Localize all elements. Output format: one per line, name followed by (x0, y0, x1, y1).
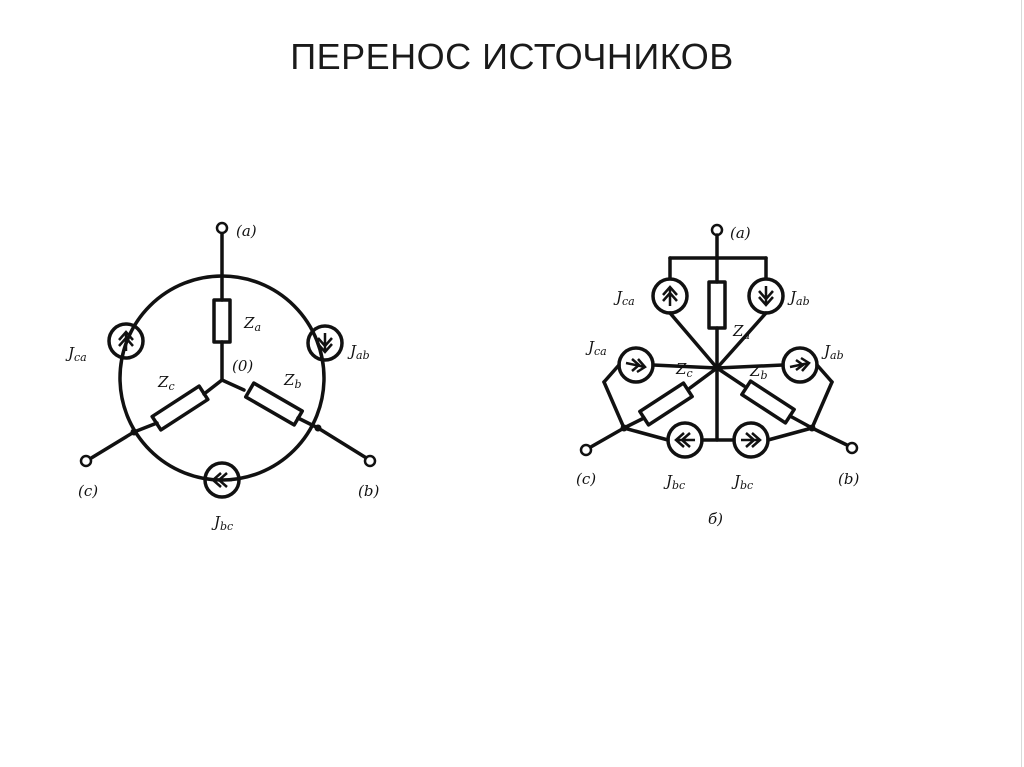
right-label-jbc-right: Jbc (731, 472, 753, 492)
left-resistor-za-icon (212, 298, 232, 344)
left-source-jab-icon (306, 324, 344, 362)
right-label-c: (c) (576, 470, 596, 488)
right-label-jab-mid: Jab (821, 342, 844, 362)
right-wire-zb-b (788, 414, 814, 430)
left-terminal-a-icon (215, 221, 229, 235)
right-wire-zc-a (688, 366, 719, 390)
left-wire-zb-b (296, 416, 320, 430)
left-label-c: (c) (78, 482, 98, 500)
right-terminal-b-icon (845, 441, 859, 455)
right-label-a: (a) (730, 224, 751, 242)
right-source-jab-mid-icon (781, 346, 819, 384)
left-terminal-b-icon (363, 454, 377, 468)
right-label-jca-top: Jca (613, 288, 635, 308)
right-wire-zb-a (715, 366, 746, 388)
left-circuit: (a) Za (0) Zc Zb (c) (65, 221, 379, 533)
left-terminal-c-icon (79, 454, 93, 468)
right-resistor-za-icon (707, 280, 727, 330)
left-label-jbc: Jbc (211, 513, 233, 533)
right-wire-outer-right-b (810, 380, 834, 430)
right-label-zb: Zb (749, 362, 767, 382)
left-wire-zc-a (202, 378, 224, 396)
right-wire-outer-left-a (602, 363, 621, 384)
left-label-center: (0) (232, 357, 253, 375)
left-label-b: (b) (358, 482, 379, 500)
right-caption: б) (708, 510, 723, 528)
left-label-jab: Jab (347, 342, 370, 362)
slide-edge-divider (1021, 0, 1022, 767)
right-label-zc: Zc (675, 360, 693, 380)
left-source-jca-icon (107, 322, 145, 360)
right-wire-center-jab-mid (715, 363, 785, 370)
right-wire-left-jbc (622, 426, 670, 442)
left-resistor-zc-icon (150, 384, 210, 432)
right-source-jbc-left-icon (666, 421, 704, 459)
left-label-a: (a) (236, 222, 257, 240)
right-lead-b (810, 426, 851, 448)
right-wire-jab-center (715, 311, 768, 370)
right-wire-outer-left-b (602, 380, 626, 430)
right-source-jbc-right-icon (732, 421, 770, 459)
left-wire-zc-b (132, 421, 159, 434)
left-label-zb: Zb (283, 371, 301, 391)
right-wire-right-jbc (766, 426, 814, 442)
right-terminal-c-icon (579, 443, 593, 457)
right-lead-c (587, 426, 626, 450)
right-resistor-zc-icon (638, 381, 694, 427)
right-label-jbc-left: Jbc (663, 472, 685, 492)
slide-title: ПЕРЕНОС ИСТОЧНИКОВ (290, 36, 734, 77)
right-label-b: (b) (838, 470, 859, 488)
right-source-jca-mid-icon (617, 346, 655, 384)
right-wire-outer-right-a (815, 363, 834, 384)
right-label-jab-top: Jab (787, 288, 810, 308)
left-label-za: Za (243, 314, 261, 334)
left-label-zc: Zc (157, 373, 175, 393)
right-wire-zc-b (622, 416, 646, 430)
left-lead-c (86, 430, 136, 462)
right-source-jca-top-icon (651, 277, 689, 315)
right-circuit: (a) Jca Jab Za (576, 223, 859, 528)
right-resistor-zb-icon (740, 379, 796, 425)
right-source-jab-top-icon (747, 277, 785, 315)
right-label-jca-mid: Jca (585, 338, 607, 358)
left-wire-zb-a (220, 378, 246, 392)
right-wire-center-jca-mid (651, 363, 719, 370)
left-source-jbc-icon (203, 461, 241, 499)
left-lead-b (316, 426, 370, 461)
left-label-jca: Jca (65, 344, 87, 364)
right-wire-jca-center (668, 311, 719, 370)
